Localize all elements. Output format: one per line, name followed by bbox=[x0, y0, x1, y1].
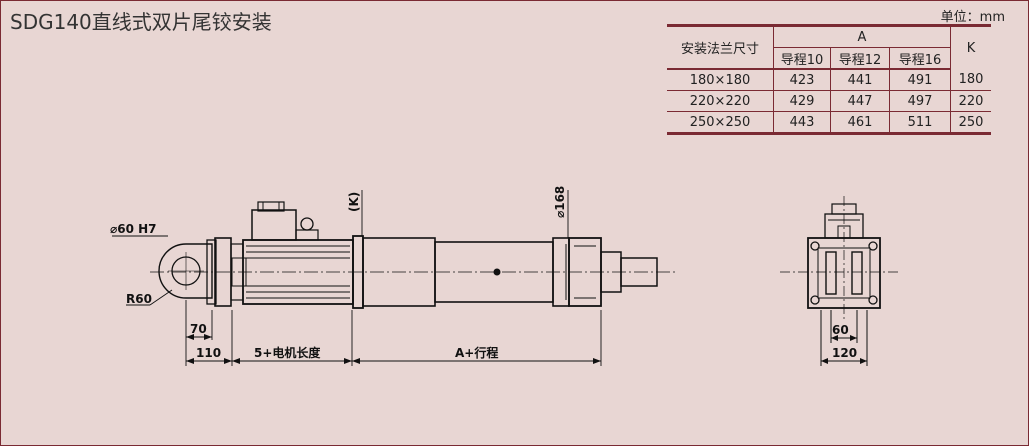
label-70: 70 bbox=[190, 322, 207, 336]
grease-port bbox=[493, 268, 501, 276]
label-motor-length: 5+电机长度 bbox=[254, 345, 321, 360]
row-3-a12: 461 bbox=[830, 111, 890, 135]
col-mount-header: 安装法兰尺寸 bbox=[667, 24, 774, 70]
row-1-a10: 423 bbox=[773, 69, 831, 91]
page-title: SDG140直线式双片尾铰安装 bbox=[10, 10, 272, 34]
row-1-a16: 491 bbox=[889, 69, 951, 91]
sub-col-10: 导程10 bbox=[773, 47, 831, 70]
sub-col-12: 导程12 bbox=[830, 47, 890, 70]
dimension-table: 安装法兰尺寸 A K 导程10 导程12 导程16 180×180 423 44… bbox=[667, 24, 991, 135]
col-k-header: K bbox=[950, 24, 991, 69]
row-2-a16: 497 bbox=[889, 90, 951, 112]
unit-label: 单位：mm bbox=[940, 10, 1005, 25]
row-3-flange: 250×250 bbox=[667, 111, 774, 135]
label-60: 60 bbox=[832, 323, 849, 337]
row-2-a10: 429 bbox=[773, 90, 831, 112]
label-stroke: A+行程 bbox=[455, 345, 498, 360]
sub-col-16: 导程16 bbox=[889, 47, 951, 70]
row-3-a10: 443 bbox=[773, 111, 831, 135]
label-120: 120 bbox=[832, 346, 857, 360]
connector-box bbox=[251, 201, 319, 241]
label-k: (K) bbox=[347, 192, 361, 212]
side-view bbox=[780, 196, 900, 366]
row-2-flange: 220×220 bbox=[667, 90, 774, 112]
label-r60: R60 bbox=[126, 292, 152, 306]
col-a-header: A bbox=[773, 24, 951, 48]
row-1-k: 180 bbox=[950, 69, 991, 91]
label-dia60: ⌀60 H7 bbox=[110, 222, 157, 236]
row-2-a12: 447 bbox=[830, 90, 890, 112]
row-2-k: 220 bbox=[950, 90, 991, 112]
row-1-a12: 441 bbox=[830, 69, 890, 91]
row-1-flange: 180×180 bbox=[667, 68, 774, 91]
rear-clevis bbox=[158, 239, 217, 305]
label-110: 110 bbox=[196, 346, 221, 360]
piston-rod bbox=[620, 257, 658, 287]
row-3-k: 250 bbox=[950, 111, 991, 135]
label-dia168: ⌀168 bbox=[553, 186, 567, 218]
row-3-a16: 511 bbox=[889, 111, 951, 135]
dimension-lines bbox=[112, 190, 602, 366]
